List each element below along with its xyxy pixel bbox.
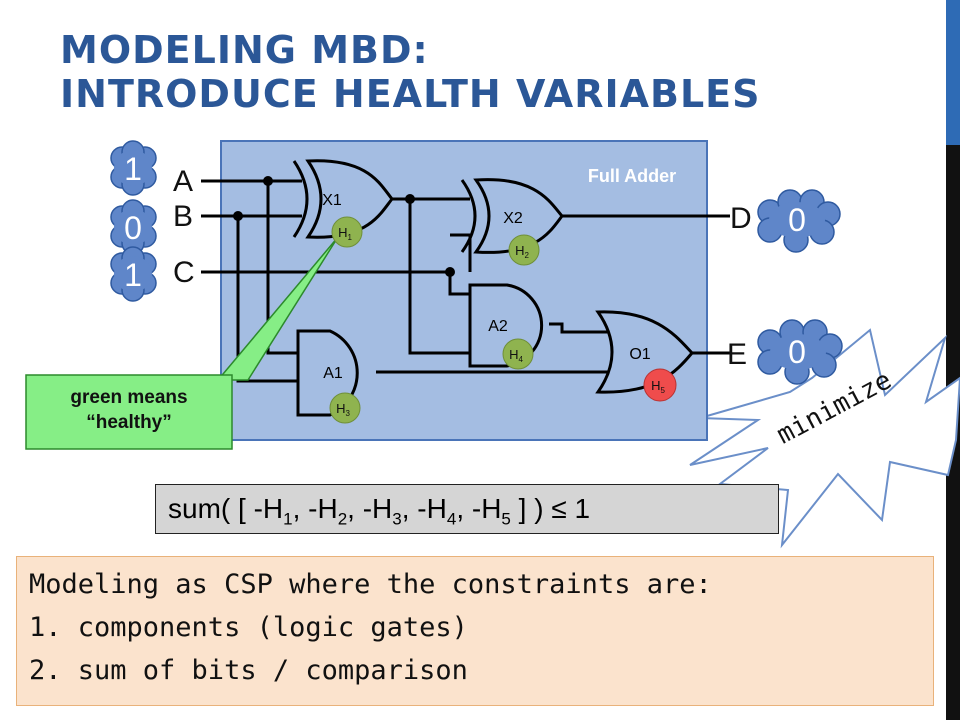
sum-term: -H4,	[417, 493, 472, 529]
svg-text:H5: H5	[651, 378, 665, 395]
minimize-starburst	[689, 328, 960, 549]
gate-label-a1: A1	[323, 365, 343, 382]
input-value-a: 1	[124, 151, 142, 187]
title-line-2: INTRODUCE HEALTH VARIABLES	[60, 72, 761, 116]
csp-item-components: 1. components (logic gates)	[29, 612, 468, 643]
sum-suffix: ] ) ≤ 1	[510, 493, 591, 524]
callout-line-1: green means	[70, 387, 188, 408]
gate-label-o1: O1	[629, 346, 650, 363]
svg-text:H2: H2	[515, 243, 529, 260]
wires	[201, 179, 730, 383]
callout-text: green means “healthy”	[26, 385, 232, 435]
h1-index: 1	[347, 233, 352, 242]
output-cloud-e: 0	[757, 319, 843, 385]
h5-var: H	[651, 378, 660, 393]
h2-index: 2	[524, 251, 529, 260]
junctions	[233, 176, 455, 277]
health-badge-h3: H3	[329, 392, 361, 424]
callout-pointer	[216, 236, 339, 381]
h2-var: H	[515, 243, 524, 258]
input-value-b: 0	[124, 210, 142, 246]
h1-var: H	[338, 225, 347, 240]
callout-box	[25, 374, 233, 450]
input-label-b: B	[173, 200, 193, 233]
input-cloud-b: 0	[110, 199, 157, 255]
output-label-e: E	[727, 338, 747, 371]
output-label-d: D	[730, 202, 752, 235]
sum-term: -H3,	[362, 493, 418, 529]
svg-text:H4: H4	[509, 347, 523, 364]
gate-x2	[460, 178, 564, 254]
gate-label-a2: A2	[488, 318, 508, 335]
health-badge-h4: H4	[502, 338, 534, 370]
output-value-d: 0	[788, 202, 806, 238]
sum-prefix: sum( [	[168, 493, 254, 524]
svg-text:H3: H3	[336, 401, 350, 418]
slide-title: MODELING MBD: INTRODUCE HEALTH VARIABLES	[60, 28, 761, 116]
input-value-c: 1	[124, 257, 142, 293]
csp-description-box: Modeling as CSP where the constraints ar…	[16, 556, 934, 706]
sum-constraint: sum( [ -H1, -H2, -H3, -H4, -H5 ] ) ≤ 1	[155, 484, 779, 534]
h3-var: H	[336, 401, 345, 416]
h3-index: 3	[345, 409, 350, 418]
output-value-e: 0	[788, 334, 806, 370]
full-adder-label: Full Adder	[588, 166, 676, 186]
output-cloud-d: 0	[757, 189, 841, 253]
sum-term: -H2,	[308, 493, 363, 529]
callout-line-2: “healthy”	[86, 412, 172, 433]
gate-label-x1: X1	[322, 192, 342, 209]
svg-text:H1: H1	[338, 225, 352, 242]
csp-item-sum: 2. sum of bits / comparison	[29, 655, 468, 686]
h4-index: 4	[518, 355, 523, 364]
sum-term: -H5	[471, 493, 511, 529]
title-line-1: MODELING MBD:	[60, 28, 429, 72]
h4-var: H	[509, 347, 518, 362]
accent-bar-blue	[946, 0, 960, 145]
csp-intro: Modeling as CSP where the constraints ar…	[29, 569, 712, 600]
input-label-a: A	[173, 165, 193, 198]
health-badge-h1: H1	[331, 216, 363, 248]
health-badge-h2: H2	[508, 234, 540, 266]
gate-label-x2: X2	[503, 210, 523, 227]
gate-x1	[292, 159, 394, 239]
input-cloud-c: 1	[110, 246, 157, 302]
input-cloud-a: 1	[110, 140, 157, 196]
sum-term: -H1,	[253, 493, 309, 529]
input-label-c: C	[173, 256, 195, 289]
health-badge-h5: H5	[643, 368, 677, 402]
h5-index: 5	[660, 386, 665, 395]
